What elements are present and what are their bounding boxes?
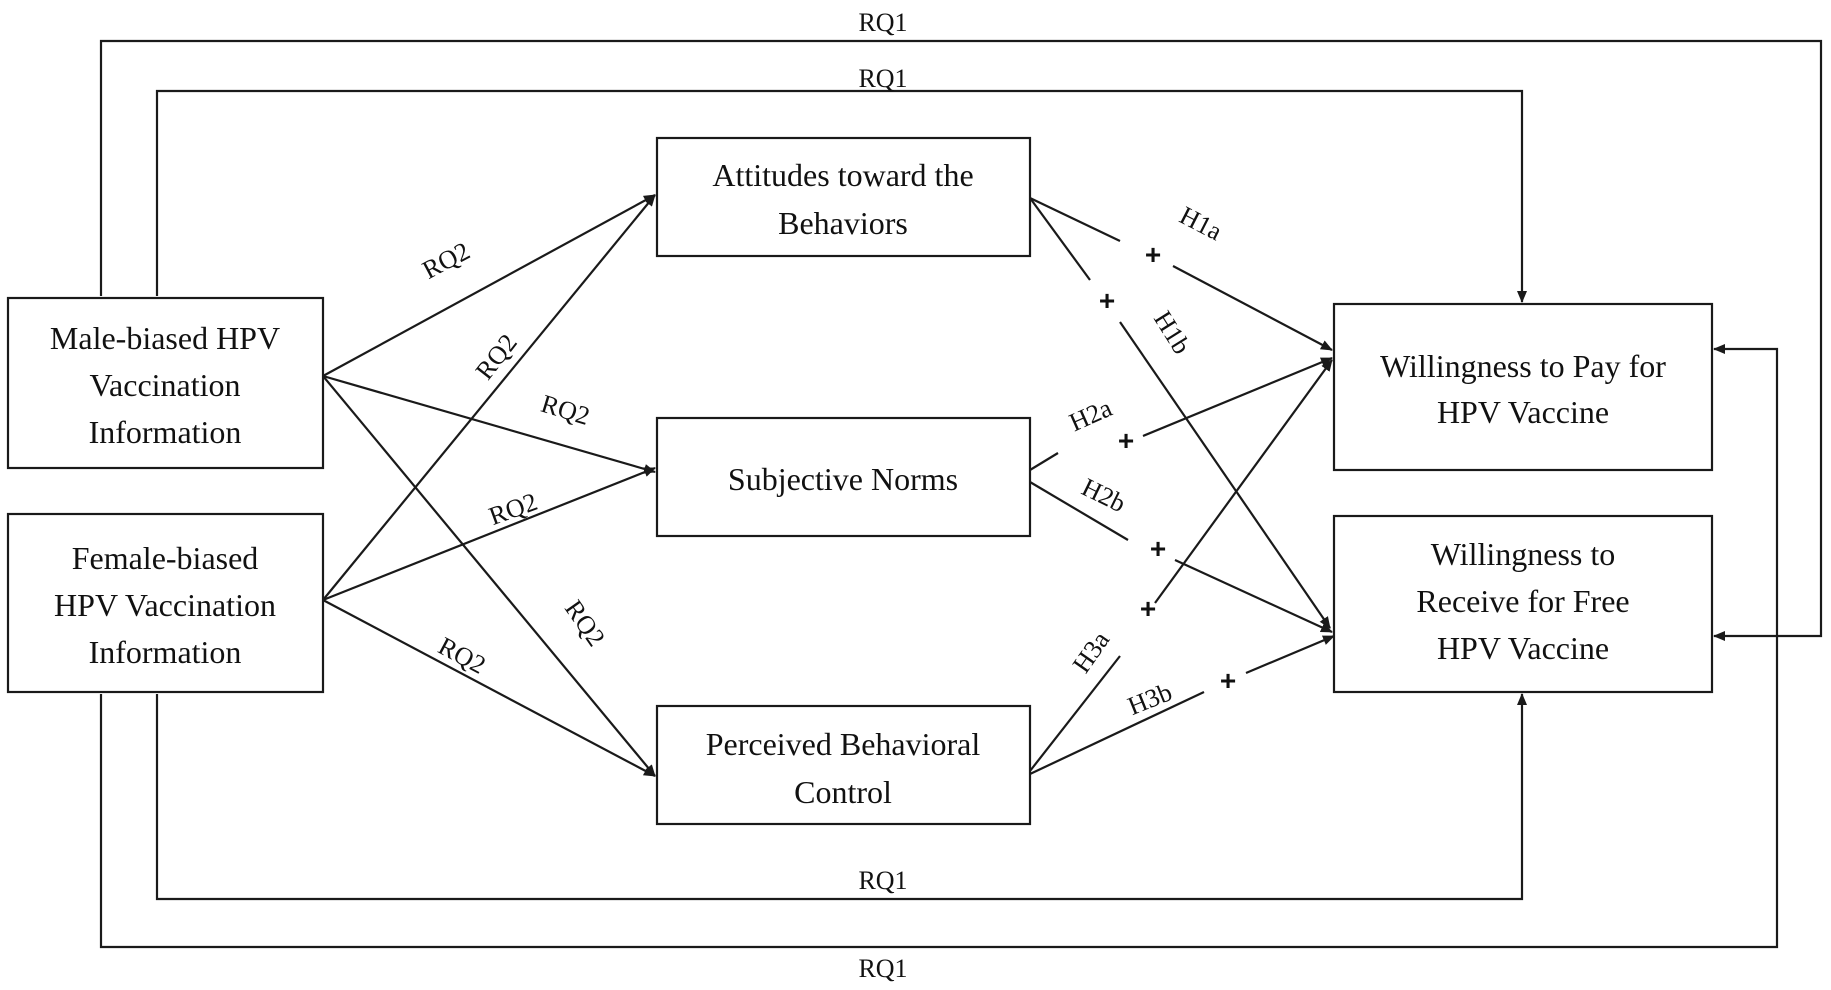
edge-rq2-male-to-norms [322,374,656,474]
edge-rq2-male-to-control [322,375,656,777]
plus-sign-h1a: + [1145,239,1161,270]
node-willingness-to-receive-free: Willingness to Receive for Free HPV Vacc… [1332,514,1714,694]
node-label-line: Information [89,634,242,670]
edge-rq1-male-to-pay [155,89,1527,303]
plus-sign-h1b: + [1099,285,1115,316]
label-rq1-outer-top: RQ1 [858,8,907,37]
label-h1a: H1a [1175,201,1227,247]
node-label-line: Control [794,774,892,810]
edge-rq1-female-to-pay [99,344,1779,949]
edge-h1a-seg1 [1029,197,1121,242]
node-box [6,296,325,470]
label-rq1-outer-bottom: RQ1 [858,954,907,983]
edge-h3b-seg2 [1245,634,1335,675]
node-box [655,704,1032,826]
node-label-line: Female-biased [72,540,259,576]
node-label-line: Willingness to [1431,536,1615,572]
node-female-biased-information: Female-biased HPV Vaccination Informatio… [6,512,325,694]
node-willingness-to-pay: Willingness to Pay for HPV Vaccine [1332,302,1714,472]
edge-rq2-male-to-attitudes [322,194,656,377]
edge-h3a-seg1 [1029,655,1121,772]
rq2-labels: RQ2 RQ2 RQ2 RQ2 RQ2 RQ2 [418,236,611,680]
edge-rq2-female-to-attitudes [322,194,656,601]
node-male-biased-information: Male-biased HPV Vaccination Information [6,296,325,470]
node-label-line: Male-biased HPV [50,320,280,356]
edge-h2b-seg1 [1029,481,1129,541]
node-label-line: HPV Vaccine [1437,394,1609,430]
label-rq1-inner-bottom: RQ1 [858,866,907,895]
node-label-line: Perceived Behavioral [706,726,981,762]
edge-h1a-seg2 [1172,265,1333,351]
edge-h2b-seg2 [1174,559,1333,633]
label-rq2-female-norms: RQ2 [485,487,541,531]
edge-h3b-seg1 [1029,691,1205,775]
label-h2b: H2b [1077,473,1130,519]
label-rq2-male-norms: RQ2 [538,389,593,431]
edge-rq2-female-to-norms [322,466,656,602]
node-attitudes: Attitudes toward the Behaviors [655,136,1032,258]
node-box [1332,514,1714,694]
node-label-line: Information [89,414,242,450]
label-rq2-male-attitudes: RQ2 [418,236,475,285]
node-label-line: Attitudes toward the [712,157,973,193]
edge-h2a-seg2 [1142,356,1333,438]
node-box [6,512,325,694]
edge-h3a-seg2 [1154,359,1333,604]
edge-h1b-seg2 [1119,321,1331,629]
edge-h2a-seg1 [1029,452,1059,471]
label-rq1-inner-top: RQ1 [858,64,907,93]
node-perceived-behavioral-control: Perceived Behavioral Control [655,704,1032,826]
edges [99,39,1823,949]
node-label-line: HPV Vaccination [54,587,276,623]
node-label-line: Receive for Free [1416,583,1629,619]
label-rq2-female-attitudes: RQ2 [470,328,523,385]
edge-rq1-male-to-free [99,39,1823,641]
edge-rq2-female-to-control [322,599,656,777]
node-box [655,416,1032,538]
edge-h1b-seg1 [1029,197,1091,281]
edge-rq1-female-to-free [155,693,1527,901]
plus-sign-h2a: + [1118,425,1134,456]
plus-signs: + + + + + + [1099,239,1236,696]
node-label-line: Subjective Norms [728,461,958,497]
node-box [1332,302,1714,472]
plus-sign-h3b: + [1220,665,1236,696]
node-label-line: Willingness to Pay for [1380,348,1666,384]
node-label-line: Vaccination [89,367,240,403]
node-subjective-norms: Subjective Norms [655,416,1032,538]
label-h3b: H3b [1124,677,1176,721]
label-h2a: H2a [1065,393,1117,437]
label-rq2-male-control: RQ2 [559,595,611,652]
label-h1b: H1b [1148,306,1196,359]
plus-sign-h2b: + [1150,533,1166,564]
rq1-labels: RQ1 RQ1 RQ1 RQ1 [858,8,907,983]
node-box [655,136,1032,258]
node-label-line: Behaviors [778,205,908,241]
node-label-line: HPV Vaccine [1437,630,1609,666]
plus-sign-h3a: + [1140,593,1156,624]
